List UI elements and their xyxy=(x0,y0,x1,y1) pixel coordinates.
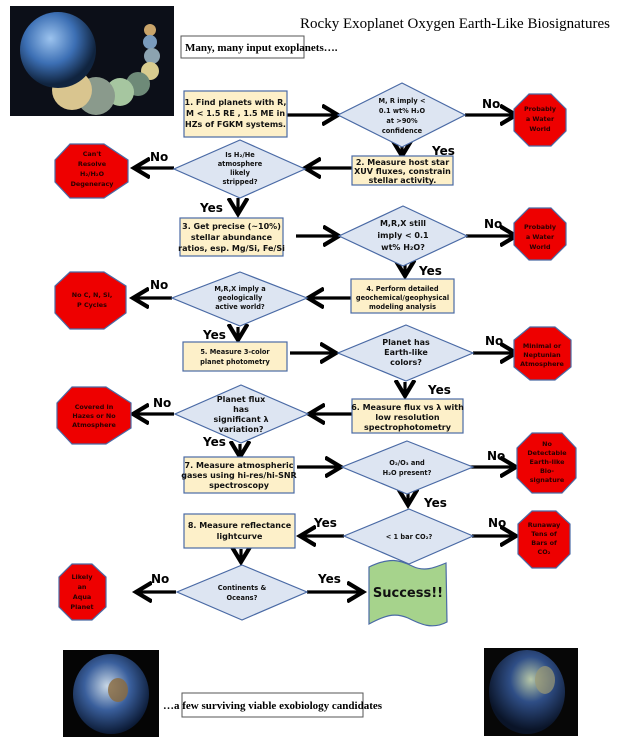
label-yes: Yes xyxy=(199,201,223,215)
label-no: No xyxy=(487,449,505,463)
label-no: No xyxy=(151,572,169,586)
outcome-no-cycles: No C, N, Si,P Cycles xyxy=(54,271,127,330)
bottom-note-text: …a few surviving viable exobiology candi… xyxy=(163,700,383,712)
success-terminal: Success!! xyxy=(368,559,448,627)
top-note-text: Many, many input exoplanets…. xyxy=(185,42,338,54)
label-no: No xyxy=(150,278,168,292)
label-yes: Yes xyxy=(418,264,442,278)
success-text: Success!! xyxy=(373,586,443,601)
svg-text:No C, N, Si,P Cycles: No C, N, Si,P Cycles xyxy=(72,291,113,309)
label-yes: Yes xyxy=(431,144,455,158)
decision-continents-oceans: Continents &Oceans? xyxy=(175,564,309,621)
svg-text:< 1 bar CO₂?: < 1 bar CO₂? xyxy=(386,533,433,541)
label-no: No xyxy=(484,217,502,231)
label-yes: Yes xyxy=(202,435,226,449)
top-note: Many, many input exoplanets…. xyxy=(180,35,338,59)
label-yes: Yes xyxy=(423,496,447,510)
label-no: No xyxy=(150,150,168,164)
exoplanet-lineup-image xyxy=(10,6,174,116)
label-no: No xyxy=(488,516,506,530)
page-title: Rocky Exoplanet Oxygen Earth-Like Biosig… xyxy=(300,16,610,32)
bottom-note: …a few surviving viable exobiology candi… xyxy=(163,692,383,718)
label-no: No xyxy=(485,334,503,348)
svg-text:Continents &Oceans?: Continents &Oceans? xyxy=(218,584,267,602)
label-yes: Yes xyxy=(427,383,451,397)
step-1-find-planets: 1. Find planets with R,M < 1.5 RE , 1.5 … xyxy=(183,90,288,138)
label-no: No xyxy=(482,97,500,111)
svg-text:1. Find planets with R,M < 1.5: 1. Find planets with R,M < 1.5 RE , 1.5 … xyxy=(185,98,287,129)
svg-text:3. Get precise (~10%)stellar a: 3. Get precise (~10%)stellar abundancera… xyxy=(178,222,285,253)
decision-co2-below-1-bar: < 1 bar CO₂? xyxy=(342,508,475,565)
label-yes: Yes xyxy=(317,572,341,586)
label-no: No xyxy=(153,396,171,410)
label-yes: Yes xyxy=(202,328,226,342)
branch-labels: No Yes No Yes No Yes No Yes No Yes No Ye… xyxy=(150,97,506,586)
connectors xyxy=(133,115,516,592)
label-yes: Yes xyxy=(313,516,337,530)
simulated-exoplanet-image xyxy=(484,648,578,736)
earth-image xyxy=(63,650,159,737)
